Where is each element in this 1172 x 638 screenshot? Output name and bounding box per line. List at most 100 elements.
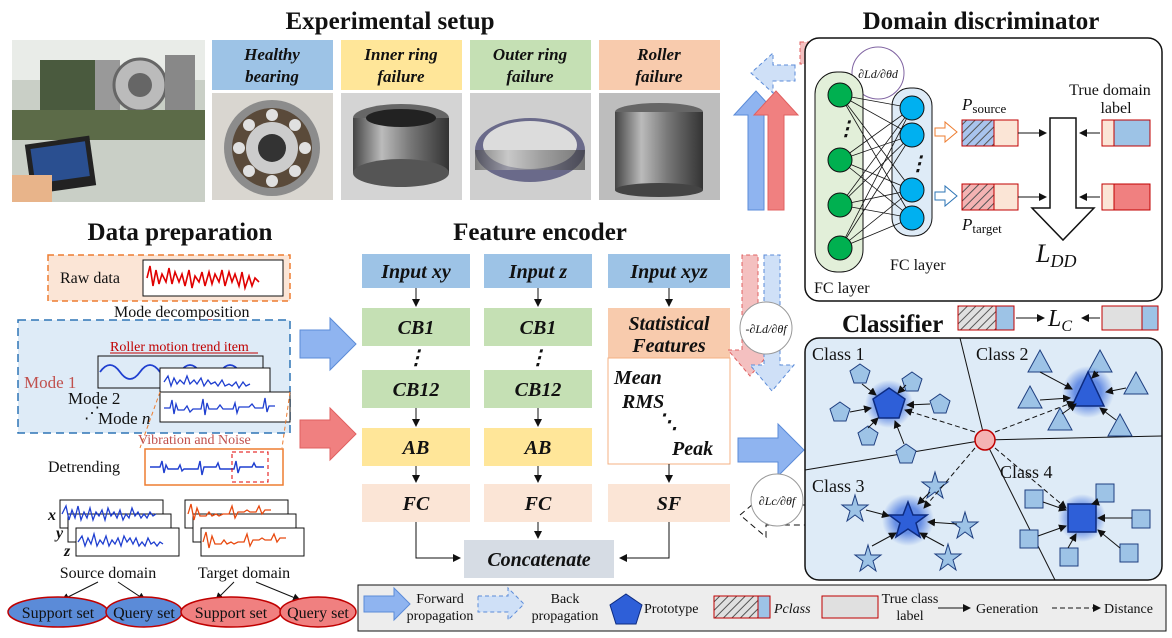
moden-signal bbox=[164, 397, 275, 416]
outer-ring-header bbox=[470, 40, 591, 90]
vibration-zoom-lines bbox=[139, 391, 291, 449]
roller-header bbox=[599, 40, 720, 90]
outer-ring-photo bbox=[470, 93, 591, 200]
outer-ring-label-2: failure bbox=[506, 67, 554, 86]
ldd-loss-label: LDD bbox=[1035, 239, 1076, 271]
svg-text:⋮: ⋮ bbox=[836, 118, 856, 140]
true-domain-source-2 bbox=[1101, 119, 1115, 147]
legend-back-icon bbox=[477, 586, 525, 622]
fwd-arrow-up-red bbox=[752, 90, 800, 211]
healthy-bearing-photo bbox=[212, 93, 333, 200]
grad-ld-theta-f-circle bbox=[739, 301, 793, 355]
mode1-label: Mode 1 bbox=[24, 373, 76, 392]
p-source-box bbox=[961, 119, 995, 147]
vibration-noise-label: Vibration and Noise bbox=[138, 433, 251, 448]
back-arrow-right-top bbox=[750, 51, 796, 95]
forward-arrow-source bbox=[299, 316, 357, 372]
legend-pclass-icon bbox=[713, 595, 759, 619]
outer-ring-label-1: Outer ring bbox=[493, 45, 568, 64]
true-domain-label-1: True domain bbox=[1069, 82, 1151, 99]
roller-label-2: failure bbox=[635, 67, 683, 86]
legend-prototype: Prototype bbox=[644, 602, 698, 617]
p-target-box bbox=[961, 183, 995, 211]
raw-data-label: Raw data bbox=[60, 270, 120, 287]
legend-distance: Distance bbox=[1104, 602, 1153, 617]
roller-label-1: Roller bbox=[636, 45, 681, 64]
mean-label: Mean bbox=[613, 367, 662, 389]
lc-true-box-2 bbox=[1141, 305, 1159, 331]
forward-arrow-target bbox=[299, 406, 357, 462]
detrending-signal bbox=[150, 460, 264, 476]
concat-line-right bbox=[619, 522, 670, 562]
class3-prototype bbox=[886, 499, 930, 539]
source-signals bbox=[59, 499, 180, 557]
target-signals bbox=[184, 499, 305, 557]
fwd-arrow-classifier bbox=[737, 422, 805, 478]
fc-layer-outer-label: FC layer bbox=[814, 280, 870, 297]
data-preparation-title: Data preparation bbox=[88, 219, 273, 246]
nn-blue-nodes bbox=[899, 95, 925, 231]
mode2-label: Mode 2 bbox=[68, 389, 120, 408]
inner-ring-header bbox=[341, 40, 462, 90]
grad-ld-theta-d-label: ∂Ld/∂θd bbox=[858, 67, 899, 81]
legend-forward-1: Forward bbox=[416, 592, 463, 607]
detrending-highlight bbox=[231, 451, 269, 483]
p-source-label: Psource bbox=[961, 95, 1007, 116]
axis-z-label: z bbox=[63, 543, 71, 560]
loss-arrow bbox=[1030, 117, 1096, 242]
input-xy-label: Input xy bbox=[380, 261, 451, 283]
legend-prototype-icon bbox=[609, 593, 643, 625]
svg-text:⋱: ⋱ bbox=[658, 411, 678, 433]
fc-layer-inner-label: FC layer bbox=[890, 257, 946, 274]
legend-generation: Generation bbox=[976, 602, 1038, 617]
class4-prototype bbox=[1067, 503, 1097, 533]
class1-samples bbox=[829, 363, 951, 464]
moden-label: Mode n bbox=[98, 409, 150, 428]
input-z-label: Input z bbox=[508, 261, 568, 283]
sf-label: SF bbox=[657, 493, 682, 515]
inner-ring-label-1: Inner ring bbox=[363, 45, 438, 64]
class1-label: Class 1 bbox=[812, 344, 865, 364]
grad-lc-theta-f-label: ∂Lc/∂θf bbox=[759, 494, 797, 508]
concatenate-label: Concatenate bbox=[487, 549, 590, 571]
query-sample bbox=[974, 429, 996, 451]
domain-discriminator-title: Domain discriminator bbox=[863, 8, 1100, 35]
p-source-box-2 bbox=[993, 119, 1019, 147]
fc-layer-inner bbox=[891, 87, 933, 237]
legend-pclass: Pclass bbox=[773, 602, 811, 617]
legend-pclass-icon-2 bbox=[757, 595, 771, 619]
lc-loss-label: LC bbox=[1047, 306, 1072, 335]
class4-samples bbox=[1019, 483, 1151, 567]
p-target-label: Ptarget bbox=[961, 215, 1002, 236]
concatenate-block bbox=[464, 540, 614, 578]
legend-true-class-1: True class bbox=[882, 592, 939, 607]
healthy-bearing-label-2: bearing bbox=[245, 67, 299, 86]
concat-line-left bbox=[415, 522, 461, 562]
cb12-xy-label: CB12 bbox=[393, 379, 440, 401]
mode2-signal bbox=[163, 374, 251, 390]
ab-xy-label: AB bbox=[401, 437, 430, 459]
p-target-arrow bbox=[934, 184, 958, 208]
lc-true-box bbox=[1101, 305, 1143, 331]
cb1-xy-label: CB1 bbox=[398, 317, 435, 339]
roller-trend-label: Roller motion trend item bbox=[110, 340, 249, 355]
legend-back-1: Back bbox=[551, 592, 580, 607]
class3-label: Class 3 bbox=[812, 476, 865, 496]
healthy-bearing-label-1: Healthy bbox=[243, 45, 300, 64]
support-set-target-label: Support set bbox=[195, 605, 268, 622]
classifier-title: Classifier bbox=[842, 311, 943, 338]
legend-back-2: propagation bbox=[532, 609, 599, 624]
healthy-bearing-header bbox=[212, 40, 333, 90]
mode-decomposition-label: Mode decomposition bbox=[114, 304, 250, 321]
legend-true-class-icon bbox=[821, 595, 879, 619]
encoder-column-z: Input z CB1 ⋮ CB12 AB FC bbox=[484, 254, 592, 522]
class1-prototype bbox=[872, 387, 906, 419]
encoder-column-xyz: Input xyz Statistical Features Mean RMS … bbox=[607, 254, 731, 522]
grad-ld-theta-f-label: -∂Ld/∂θf bbox=[745, 322, 788, 336]
p-target-box-2 bbox=[993, 183, 1019, 211]
peak-label: Peak bbox=[671, 438, 713, 460]
distance-lines bbox=[904, 400, 1075, 509]
nn-connections bbox=[839, 94, 913, 249]
raw-signal bbox=[142, 259, 284, 297]
class2-samples bbox=[1017, 348, 1149, 437]
